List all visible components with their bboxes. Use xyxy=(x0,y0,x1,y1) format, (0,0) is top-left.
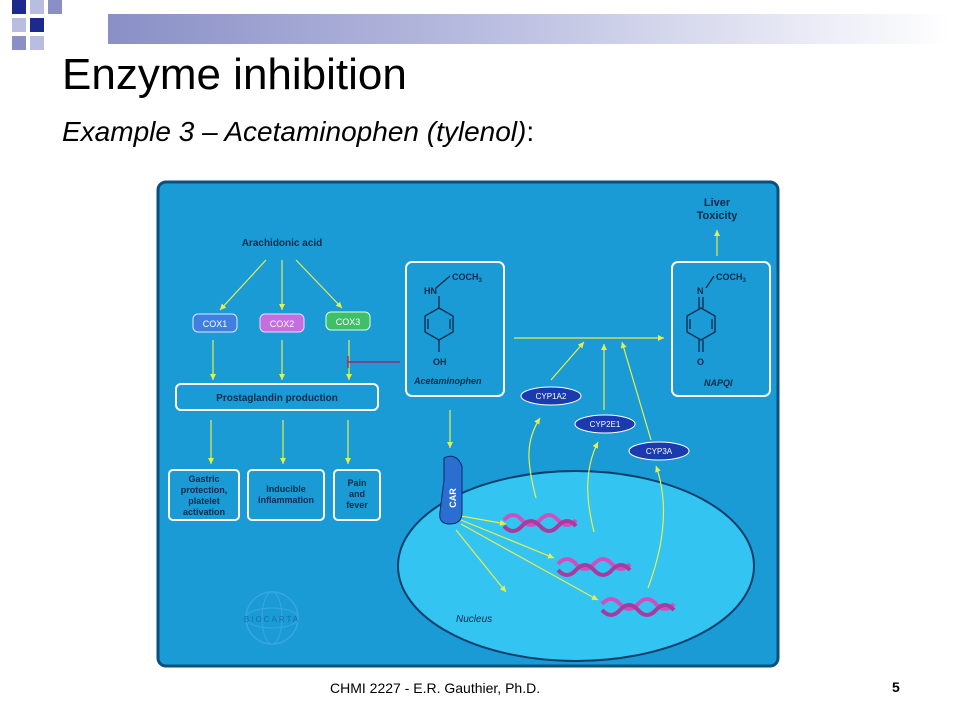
outcome-box-gastric xyxy=(168,469,240,521)
outcome-inflammation-l2: inflammation xyxy=(258,495,314,505)
hn-label: HN xyxy=(424,286,437,296)
outcome-box-inflammation xyxy=(247,469,325,521)
metabolism-arrows xyxy=(447,230,720,601)
cyp1a2-label: CYP1A2 xyxy=(536,392,567,401)
cox2-label: COX2 xyxy=(270,319,295,329)
prostaglandin-box xyxy=(175,383,379,411)
subtitle-colon: : xyxy=(526,116,535,147)
cox1-enzyme: COX1 xyxy=(192,313,238,333)
car-receptor: CAR xyxy=(439,455,463,525)
cyp3a-enzyme: CYP3A xyxy=(628,441,690,461)
napqi-coch3-label: COCH3 xyxy=(716,272,747,284)
cyp3a-label: CYP3A xyxy=(646,447,673,456)
acetaminophen-label: Acetaminophen xyxy=(413,376,482,386)
cox2-enzyme: COX2 xyxy=(259,313,305,333)
prostaglandin-label: Prostaglandin production xyxy=(216,393,338,404)
cyp1a2-enzyme: CYP1A2 xyxy=(520,386,582,406)
cox3-label: COX3 xyxy=(336,317,361,327)
cyp2e1-label: CYP2E1 xyxy=(590,420,621,429)
header-gradient-bar xyxy=(108,14,950,44)
acetaminophen-pathway-diagram: Nucleus Arachidonic acid COX1 COX2 COX3 … xyxy=(156,180,780,668)
arachidonic-acid-label: Arachidonic acid xyxy=(242,238,323,249)
decor-square xyxy=(12,18,26,32)
outcome-pain-l3: fever xyxy=(346,500,368,510)
dna-strand xyxy=(600,597,676,617)
subtitle-text: Example 3 – Acetaminophen (tylenol) xyxy=(62,116,527,147)
liver-label: Liver xyxy=(704,197,731,209)
nucleus-label: Nucleus xyxy=(456,614,492,625)
decor-square xyxy=(48,0,62,14)
slide-subtitle: Example 3 – Acetaminophen (tylenol): xyxy=(62,116,534,148)
cox3-inhibition xyxy=(347,356,400,368)
outcome-pain-l1: Pain xyxy=(347,478,366,488)
outcome-box-pain xyxy=(333,469,381,521)
decor-square xyxy=(12,36,26,50)
arachidonic-arrows xyxy=(208,259,352,464)
coch3-label: COCH3 xyxy=(452,272,483,284)
decor-square xyxy=(30,18,44,32)
page-number: 5 xyxy=(892,679,900,695)
napqi-structure: COCH3 N O NAPQI xyxy=(671,261,771,397)
outcome-gastric-l4: activation xyxy=(183,507,225,517)
decor-square xyxy=(12,0,26,14)
napqi-label: NAPQI xyxy=(704,378,733,388)
dna-strand xyxy=(502,513,578,533)
outcome-gastric-l3: platelet xyxy=(188,496,220,506)
biocarta-logo: BIOCARTA xyxy=(244,591,300,645)
o-label: O xyxy=(697,357,704,367)
outcome-inflammation-l1: Inducible xyxy=(266,484,306,494)
cox1-label: COX1 xyxy=(203,319,228,329)
biocarta-text: BIOCARTA xyxy=(244,615,300,624)
acetaminophen-structure: COCH3 HN OH Acetaminophen xyxy=(405,261,505,397)
toxicity-label: Toxicity xyxy=(697,210,739,222)
oh-label: OH xyxy=(433,357,447,367)
outcome-gastric-l1: Gastric xyxy=(188,474,219,484)
slide-title: Enzyme inhibition xyxy=(62,50,407,99)
cox3-enzyme: COX3 xyxy=(325,311,371,331)
dna-strand xyxy=(556,557,632,577)
footer-credit: CHMI 2227 - E.R. Gauthier, Ph.D. xyxy=(330,680,541,696)
decor-square xyxy=(30,0,44,14)
n-label: N xyxy=(697,286,704,296)
decor-square xyxy=(30,36,44,50)
outcome-gastric-l2: protection, xyxy=(181,485,228,495)
car-label: CAR xyxy=(448,488,458,508)
outcome-pain-l2: and xyxy=(349,489,365,499)
cyp2e1-enzyme: CYP2E1 xyxy=(574,414,636,434)
